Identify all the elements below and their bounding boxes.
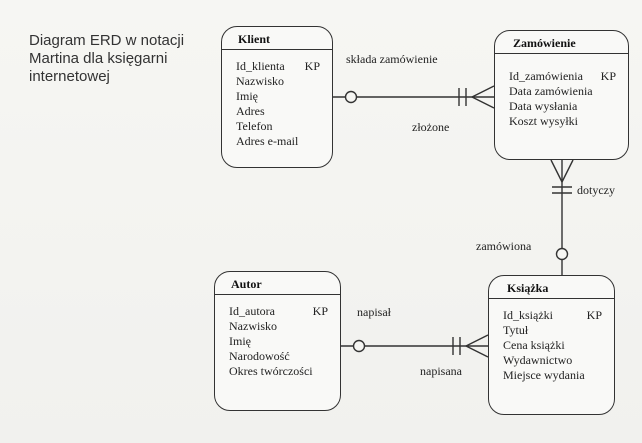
optional-circle-klient <box>344 90 358 104</box>
entity-attributes-klient: KP Id_klienta Nazwisko Imię Adres Telefo… <box>222 50 332 149</box>
crow-foot-ksiazka-bottom <box>465 345 489 358</box>
optional-circle-ksiazka <box>555 247 569 261</box>
attribute-row: Nazwisko <box>236 74 284 88</box>
primary-key-marker: KP <box>312 304 328 318</box>
attribute-row: Tytuł <box>503 323 529 337</box>
crow-foot-zamowienie-right <box>561 159 574 183</box>
crow-foot-zamowienie-bottom <box>471 96 495 109</box>
attribute-row: Data wysłania <box>509 99 578 113</box>
label-napisana: napisana <box>420 364 462 378</box>
entity-title-autor: Autor <box>215 272 340 295</box>
label-zamowiona: zamówiona <box>476 239 532 253</box>
attribute-row: Imię <box>236 89 258 103</box>
attribute-row: Id_zamówienia <box>509 69 583 83</box>
primary-key-marker: KP <box>586 308 602 322</box>
crow-foot-zamowienie-left <box>550 159 563 183</box>
entity-ksiazka: Książka KP Id_książki Tytuł Cena książki… <box>488 275 615 415</box>
attribute-row: Imię <box>229 334 251 348</box>
caption-line-1: Diagram ERD w notacji <box>29 32 185 49</box>
attribute-row: Wydawnictwo <box>503 353 573 367</box>
crow-foot-zamowienie-top <box>471 85 495 98</box>
attribute-row: Id_książki <box>503 308 553 322</box>
attribute-row: Adres <box>236 104 265 118</box>
attribute-row: Adres e-mail <box>236 134 299 148</box>
optional-circle-autor <box>352 339 366 353</box>
entity-attributes-zamowienie: KP Id_zamówienia Data zamówienia Data wy… <box>495 54 628 129</box>
entity-zamowienie: Zamówienie KP Id_zamówienia Data zamówie… <box>494 30 629 160</box>
attribute-row: Koszt wysyłki <box>509 114 578 128</box>
attribute-row: Id_klienta <box>236 59 285 73</box>
caption-line-3: internetowej <box>29 68 110 85</box>
entity-title-ksiazka: Książka <box>489 276 614 299</box>
attribute-row: Data zamówienia <box>509 84 593 98</box>
attribute-row: Okres twórczości <box>229 364 313 378</box>
attribute-row: Telefon <box>236 119 273 133</box>
entity-klient: Klient KP Id_klienta Nazwisko Imię Adres… <box>221 26 333 168</box>
attribute-row: Miejsce wydania <box>503 368 585 382</box>
caption-line-2: Martina dla księgarni <box>29 50 168 67</box>
attribute-row: Nazwisko <box>229 319 277 333</box>
primary-key-marker: KP <box>304 59 320 73</box>
entity-title-klient: Klient <box>222 27 332 50</box>
label-dotyczy: dotyczy <box>577 183 615 197</box>
attribute-row: Narodowość <box>229 349 290 363</box>
crow-foot-ksiazka-top <box>465 334 489 347</box>
label-zlozone: złożone <box>412 120 450 134</box>
entity-attributes-ksiazka: KP Id_książki Tytuł Cena książki Wydawni… <box>489 299 614 383</box>
diagram-caption: Diagram ERD w notacji Martina dla księga… <box>29 32 219 86</box>
attribute-row: Id_autora <box>229 304 275 318</box>
entity-autor: Autor KP Id_autora Nazwisko Imię Narodow… <box>214 271 341 411</box>
entity-title-zamowienie: Zamówienie <box>495 31 628 54</box>
attribute-row: Cena książki <box>503 338 565 352</box>
primary-key-marker: KP <box>600 69 616 83</box>
label-napisal: napisał <box>357 305 391 319</box>
entity-attributes-autor: KP Id_autora Nazwisko Imię Narodowość Ok… <box>215 295 340 379</box>
label-sklada-zamowienie: składa zamówienie <box>346 52 438 66</box>
